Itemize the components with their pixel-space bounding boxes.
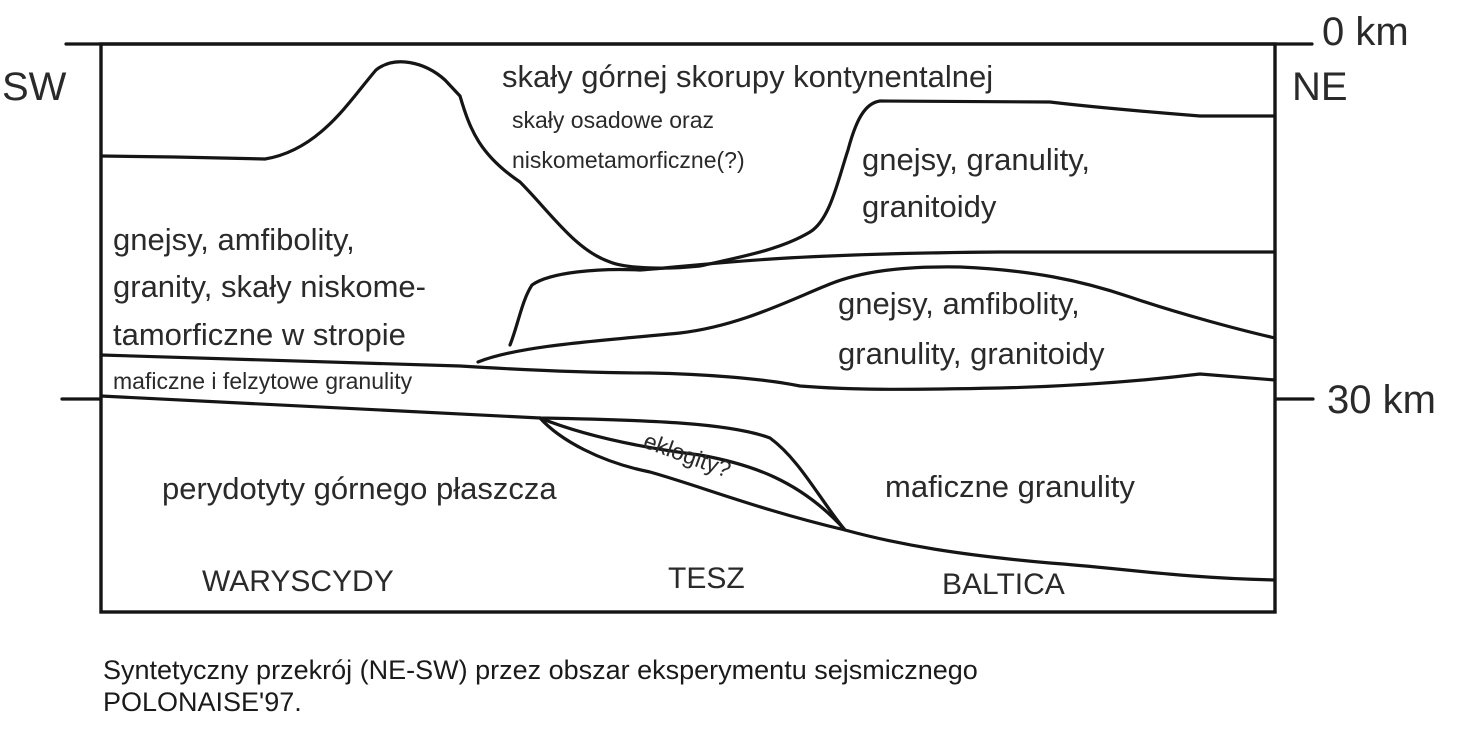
province-baltica: BALTICA — [942, 568, 1065, 601]
label-upper-crust: skały górnej skorupy kontynentalnej — [502, 59, 993, 94]
label-sediments-line1: skały osadowe oraz — [512, 107, 714, 133]
boundary-upper-crust-base — [99, 60, 1277, 270]
boundary-moho — [99, 394, 1277, 582]
figure-caption: Syntetyczny przekrój (NE-SW) przez obsza… — [103, 654, 1278, 718]
label-ne-middle-line1: gnejsy, amfibolity, — [838, 286, 1080, 321]
boundary-ne-upper-base — [508, 250, 1277, 347]
depth-label-0km: 0 km — [1322, 10, 1409, 54]
label-lower-crust-ne: maficzne granulity — [885, 469, 1135, 504]
cross-section-diagram: SW NE 0 km 30 km skały górnej skorupy ko… — [2, 10, 1436, 614]
label-sw-middle-line1: gnejsy, amfibolity, — [113, 222, 355, 257]
direction-ne-label: NE — [1292, 65, 1348, 109]
label-ne-middle-line2: granulity, granitoidy — [838, 336, 1105, 371]
label-sw-middle-line2: granity, skały niskome- — [113, 269, 426, 304]
depth-label-30km: 30 km — [1327, 378, 1436, 422]
boundary-sw-middle-base — [99, 353, 1277, 391]
province-tesz: TESZ — [668, 562, 745, 595]
label-sediments-line2: niskometamorficzne(?) — [512, 147, 745, 173]
label-ne-upper-line2: granitoidy — [862, 189, 997, 224]
label-sw-middle-line3: tamorficzne w stropie — [113, 317, 406, 352]
boundary-mid-crust — [476, 265, 1277, 364]
label-ne-upper-line1: gnejsy, granulity, — [862, 142, 1090, 177]
label-mantle: perydotyty górnego płaszcza — [162, 471, 557, 506]
boundary-eclogite-lens — [538, 416, 847, 532]
caption-line-2: POLONAISE'97. — [103, 687, 302, 717]
direction-sw-label: SW — [2, 65, 67, 109]
label-lower-crust-sw: maficzne i felzytowe granulity — [113, 368, 413, 394]
caption-line-1: Syntetyczny przekrój (NE-SW) przez obsza… — [103, 655, 978, 685]
province-waryscydy: WARYSCYDY — [202, 565, 394, 598]
